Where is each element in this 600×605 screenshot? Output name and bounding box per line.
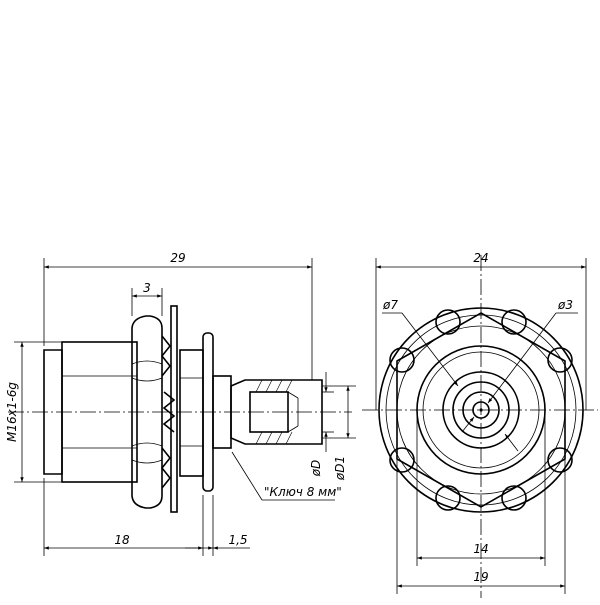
flange-block xyxy=(179,349,204,477)
wrench-note: "Ключ 8 мм" xyxy=(264,485,342,499)
flange-inner-circle xyxy=(385,314,577,506)
dim-flange: 1,5 xyxy=(228,533,247,547)
lock-washer-teeth-top xyxy=(160,335,172,377)
threaded-body xyxy=(61,341,138,483)
front-view: ø7 ø3 24 14 19 xyxy=(362,251,598,598)
dim-outer: øD1 xyxy=(333,456,347,481)
pin-center xyxy=(479,408,483,412)
hex-nut xyxy=(131,315,163,509)
lock-washer-teeth-bottom xyxy=(160,447,172,489)
dim-hex-flat: 14 xyxy=(473,542,488,556)
dim-pin-dia-7: ø7 xyxy=(382,298,398,312)
leader-dia-3 xyxy=(487,312,557,404)
pin-circle xyxy=(472,401,490,419)
lock-washer-center xyxy=(162,391,176,433)
hex-nut-front xyxy=(396,312,566,508)
dim-body-length: 18 xyxy=(114,533,130,547)
dim-overall-length: 29 xyxy=(170,251,185,265)
insulator-circle xyxy=(442,371,520,449)
washer-lobes xyxy=(389,309,573,511)
sleeve-bore xyxy=(249,391,289,433)
outer-flange-circle xyxy=(378,307,584,513)
panel-plate xyxy=(170,305,178,513)
hex-chamfer-circle xyxy=(396,325,566,495)
dim-inner: øD xyxy=(309,460,323,478)
thread-label: M16x1-6g xyxy=(5,382,19,442)
dim-flange-width: 19 xyxy=(473,570,488,584)
pin-sleeve xyxy=(230,379,323,445)
wrench-leader xyxy=(231,451,263,501)
side-view: 29 3 18 1,5 M16x1-6g øD øD1 "Кл xyxy=(5,251,356,556)
dim-overall-width: 24 xyxy=(473,251,488,265)
dim-pin-dia-3: ø3 xyxy=(557,298,573,312)
dim-nut-width: 3 xyxy=(143,281,151,295)
pin-outer-circle xyxy=(462,391,500,429)
section-hatching xyxy=(255,379,293,445)
leader-dia-7 xyxy=(401,312,459,387)
